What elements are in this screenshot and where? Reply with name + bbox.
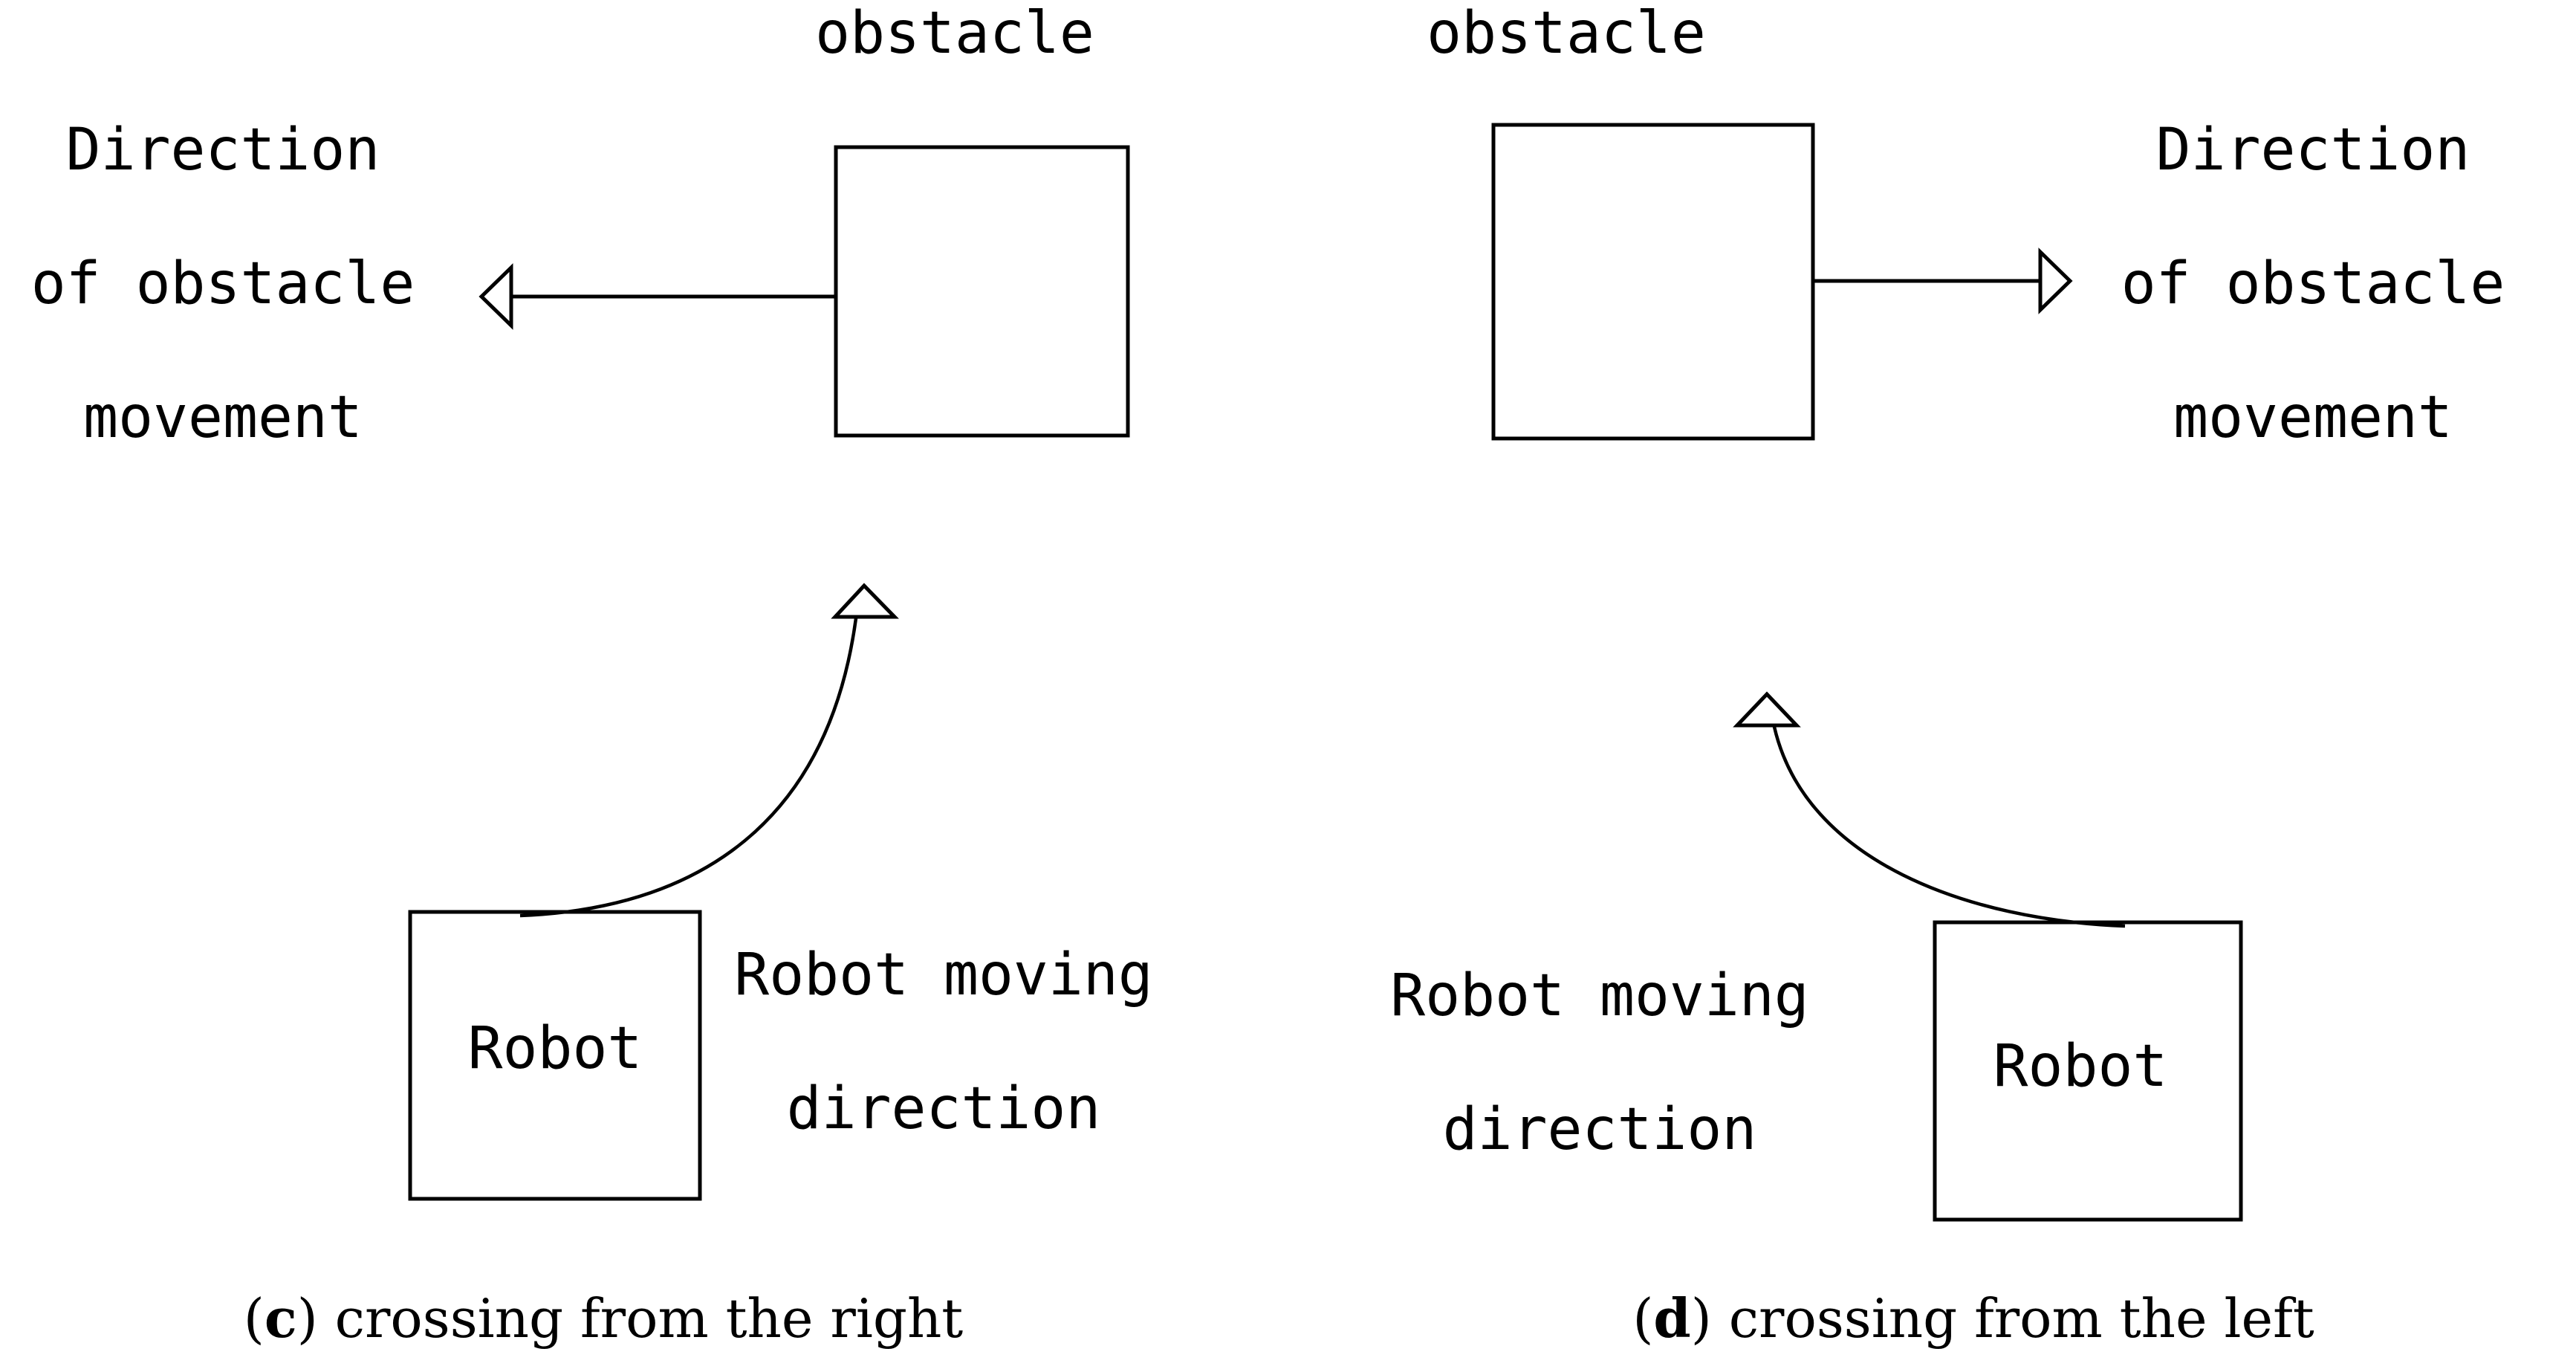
- obstacle-box-d: [1491, 123, 1815, 441]
- obstacle-direction-text-c: Direction of obstacle movement: [0, 83, 476, 485]
- robot-direction-line1-d: Robot moving: [1390, 962, 1809, 1029]
- obstacle-direction-line2-d: of obstacle: [2121, 250, 2505, 317]
- obstacle-label-d: obstacle: [1427, 0, 1706, 67]
- robot-path-curve-c: [519, 618, 858, 918]
- caption-c: (c) crossing from the right: [244, 1292, 964, 1346]
- obstacle-direction-line1-d: Direction: [2155, 117, 2470, 184]
- caption-c-prefix: (: [243, 1287, 265, 1350]
- obstacle-arrow-head-c: [478, 263, 513, 330]
- caption-c-suffix: ) crossing from the right: [296, 1287, 964, 1350]
- caption-d-prefix: (: [1632, 1287, 1654, 1350]
- caption-c-marker: c: [264, 1287, 297, 1350]
- obstacle-arrow-head-d: [2038, 247, 2073, 314]
- robot-path-arrow-head-d: [1733, 691, 1801, 728]
- robot-direction-line2-d: direction: [1442, 1096, 1757, 1163]
- obstacle-direction-text-d: Direction of obstacle movement: [2057, 83, 2569, 485]
- robot-path-arrow-head-c: [831, 583, 899, 619]
- robot-direction-line2-c: direction: [786, 1075, 1101, 1142]
- obstacle-box-c: [834, 145, 1130, 438]
- robot-direction-text-c: Robot moving direction: [684, 908, 1204, 1176]
- caption-d-suffix: ) crossing from the left: [1690, 1287, 2314, 1350]
- obstacle-label-c: obstacle: [815, 0, 1094, 67]
- caption-d: (d) crossing from the left: [1632, 1292, 2314, 1346]
- robot-direction-text-d: Robot moving direction: [1340, 929, 1860, 1197]
- obstacle-direction-line3-c: movement: [83, 384, 363, 451]
- obstacle-direction-line2-c: of obstacle: [30, 250, 415, 317]
- obstacle-direction-line1-c: Direction: [65, 117, 380, 184]
- robot-path-curve-d: [1772, 726, 2126, 928]
- robot-label-c: Robot: [467, 1015, 643, 1082]
- robot-label-d: Robot: [1993, 1033, 2168, 1100]
- obstacle-direction-line3-d: movement: [2173, 384, 2453, 451]
- caption-d-marker: d: [1653, 1287, 1691, 1350]
- robot-direction-line1-c: Robot moving: [734, 942, 1153, 1009]
